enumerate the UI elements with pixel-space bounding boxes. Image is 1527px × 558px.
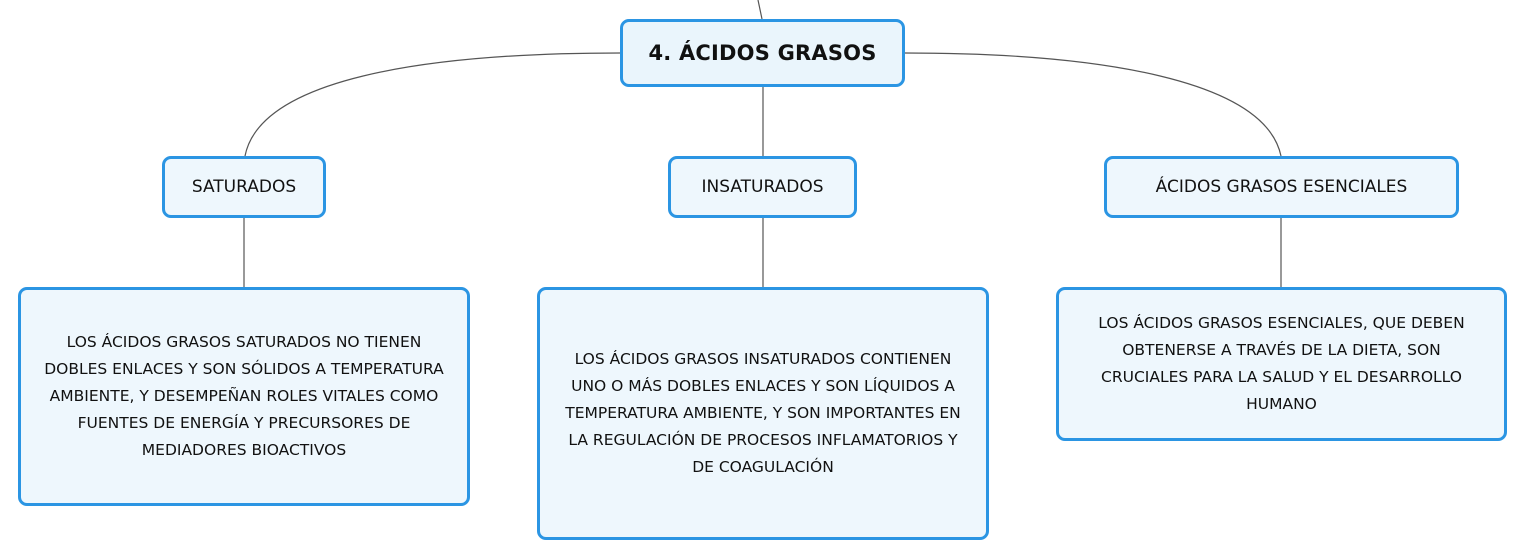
root-topic-node[interactable]: 4. ÁCIDOS GRASOS [620, 19, 905, 87]
description-insaturados-node[interactable]: LOS ÁCIDOS GRASOS INSATURADOS CONTIENEN … [537, 287, 989, 540]
subtopic-insaturados-label: INSATURADOS [701, 177, 824, 197]
root-topic-label: 4. ÁCIDOS GRASOS [648, 41, 877, 65]
connector-root-to-saturados [244, 52, 621, 157]
description-saturados-node[interactable]: LOS ÁCIDOS GRASOS SATURADOS NO TIENEN DO… [18, 287, 470, 506]
description-esenciales-text: LOS ÁCIDOS GRASOS ESENCIALES, QUE DEBEN … [1098, 314, 1465, 413]
description-saturados-text: LOS ÁCIDOS GRASOS SATURADOS NO TIENEN DO… [44, 333, 444, 459]
subtopic-saturados-node[interactable]: SATURADOS [162, 156, 326, 218]
description-esenciales-node[interactable]: LOS ÁCIDOS GRASOS ESENCIALES, QUE DEBEN … [1056, 287, 1507, 441]
subtopic-insaturados-node[interactable]: INSATURADOS [668, 156, 857, 218]
subtopic-saturados-label: SATURADOS [191, 177, 297, 197]
subtopic-esenciales-node[interactable]: ÁCIDOS GRASOS ESENCIALES [1104, 156, 1459, 218]
description-insaturados-text: LOS ÁCIDOS GRASOS INSATURADOS CONTIENEN … [565, 350, 961, 476]
incoming-connector [757, 0, 763, 20]
subtopic-esenciales-label: ÁCIDOS GRASOS ESENCIALES [1155, 177, 1408, 197]
connector-root-to-esenciales [904, 52, 1282, 157]
